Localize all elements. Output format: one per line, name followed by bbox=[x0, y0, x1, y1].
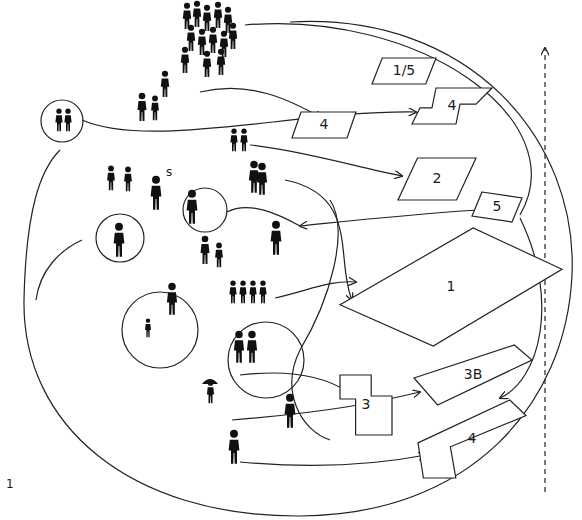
zone-outline-path bbox=[472, 192, 522, 222]
zone-number: 3 bbox=[362, 397, 371, 412]
sketch-label: 1 bbox=[6, 478, 14, 491]
group-circle bbox=[96, 214, 144, 262]
zone-number: 3B bbox=[464, 367, 483, 382]
flow-arrow bbox=[300, 210, 478, 226]
flow-line bbox=[245, 24, 531, 215]
zone-shape: 2 bbox=[398, 158, 476, 200]
zone-shape: 3 bbox=[340, 375, 392, 435]
zone-shape: 4 bbox=[418, 400, 526, 478]
zone-outline-path bbox=[372, 58, 436, 84]
zone-number: 1/5 bbox=[393, 63, 416, 78]
flow-lines bbox=[24, 21, 572, 516]
zone-outline-path bbox=[414, 345, 532, 405]
zone-outline-path bbox=[412, 88, 492, 124]
zone-outline-path bbox=[340, 228, 562, 346]
zone-number: 2 bbox=[433, 171, 442, 186]
outer-loop bbox=[24, 21, 572, 516]
group-circle bbox=[122, 292, 198, 368]
flow-line bbox=[36, 240, 82, 300]
zone-shape: 4 bbox=[412, 88, 492, 124]
zone-number: 5 bbox=[493, 199, 502, 214]
zone-shape: 3B bbox=[414, 345, 532, 405]
zone-shape: 1 bbox=[340, 228, 562, 346]
flow-arrow bbox=[240, 373, 348, 392]
group-circle bbox=[183, 188, 227, 232]
zone-outline-path bbox=[340, 375, 392, 435]
flow-arrow bbox=[82, 112, 416, 131]
zone-number: 4 bbox=[468, 431, 477, 446]
zone-outline-path bbox=[398, 158, 476, 200]
zone-shape: 4 bbox=[292, 112, 356, 138]
umbrella-symbol bbox=[202, 379, 218, 384]
zone-number: 4 bbox=[448, 98, 457, 113]
flow-line bbox=[227, 208, 300, 226]
sketch-label: s bbox=[166, 166, 172, 179]
people-silhouettes bbox=[55, 1, 295, 464]
group-circle bbox=[41, 100, 83, 142]
flow-line bbox=[292, 200, 338, 440]
zone-shape: 5 bbox=[472, 192, 522, 222]
flow-arrow bbox=[250, 145, 402, 176]
zone-outline-path bbox=[418, 400, 526, 478]
zone-shape: 1/5 bbox=[372, 58, 436, 84]
zone-number: 1 bbox=[447, 279, 456, 294]
flow-arrow bbox=[275, 282, 356, 298]
zone-number: 4 bbox=[320, 117, 329, 132]
group-circle bbox=[228, 322, 304, 398]
flow-arrow bbox=[240, 455, 426, 465]
zone-outline-path bbox=[292, 112, 356, 138]
